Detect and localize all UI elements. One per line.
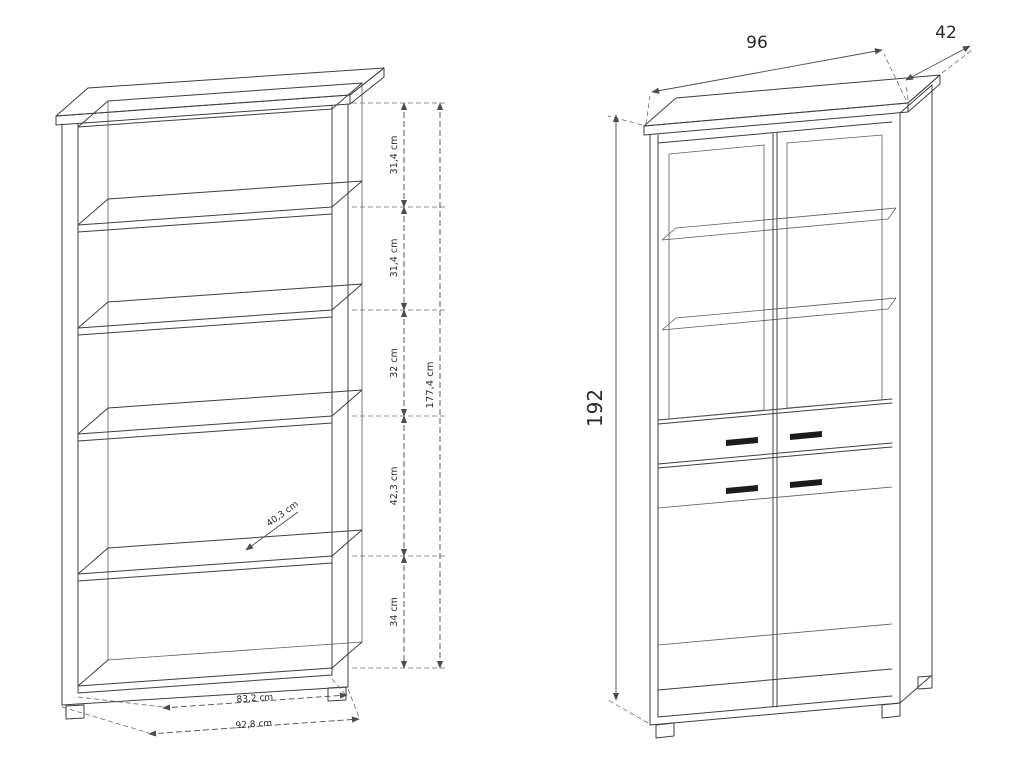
shelf-unit-carcass xyxy=(61,82,363,706)
cabinet-section-lines xyxy=(657,398,893,646)
dim-label-compartment-2: 31,4 cm xyxy=(389,239,400,278)
dim-label-compartment-4: 42,3 cm xyxy=(389,467,400,506)
cabinet-feet xyxy=(655,675,933,739)
dim-label-total-height: 177,4 cm xyxy=(425,361,436,408)
width-dimension: 96 xyxy=(645,33,907,125)
depth-dimension: 42 xyxy=(905,23,973,101)
dim-label-compartment-5: 34 cm xyxy=(389,597,400,627)
left-door-handle xyxy=(726,485,758,494)
cabinet-top-slab xyxy=(643,74,941,136)
dim-label-inner-width: 83,2 cm xyxy=(236,693,273,706)
right-drawer-handle xyxy=(790,431,822,440)
open-shelf-unit-view: 31,4 cm 31,4 cm 32 cm 42,3 cm 34 cm 177,… xyxy=(55,67,448,737)
cabinet-carcass xyxy=(649,84,933,726)
bottom-width-dimensions: 83,2 cm 92,8 cm xyxy=(61,678,360,737)
drawer-and-door-handles xyxy=(726,431,822,494)
dim-label-width: 96 xyxy=(746,33,768,53)
shelf-unit-feet xyxy=(65,686,347,720)
dim-label-compartment-1: 31,4 cm xyxy=(389,136,400,175)
shelf-depth-dimension: 40,3 cm xyxy=(245,500,301,551)
left-drawer-handle xyxy=(726,437,758,446)
dim-label-depth: 42 xyxy=(935,23,957,43)
cabinet-center-divider xyxy=(772,132,778,708)
height-extension-lines xyxy=(352,102,448,669)
glass-visible-shelves xyxy=(661,207,897,331)
glass-door-frames xyxy=(668,134,883,420)
right-door-handle xyxy=(790,479,822,488)
shelf-unit-shelves xyxy=(77,180,363,582)
dim-label-height: 192 xyxy=(583,389,607,427)
door-cabinet-view: 96 42 192 xyxy=(583,23,973,739)
dim-label-outer-width: 92,8 cm xyxy=(235,719,272,732)
shelf-unit-top-slab xyxy=(55,67,385,126)
height-dimension: 192 xyxy=(583,114,649,724)
dim-label-compartment-3: 32 cm xyxy=(389,348,400,378)
